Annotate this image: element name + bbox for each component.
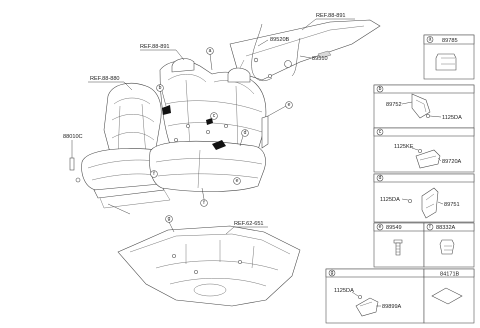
leader-89520B (257, 39, 269, 47)
svg-text:g: g (331, 270, 334, 276)
rear-seat (149, 58, 269, 192)
svg-text:e: e (236, 178, 239, 184)
panel-d-code1: 1125DA (380, 197, 400, 203)
callout-a-main: a (206, 47, 214, 55)
panel-d-code2: 89751 (444, 202, 460, 208)
ref-front-seat-leader (123, 81, 133, 91)
callout-f-main-left: f (150, 170, 158, 178)
panel-d: d 1125DA 89751 (373, 173, 475, 223)
panel-b: b 89752 1125DA (373, 84, 475, 129)
panel-c-code2: 89720A (442, 159, 462, 165)
panel-c-code1: 1125KE (394, 144, 414, 150)
svg-text:d: d (244, 130, 247, 136)
ref-rear-tray-leader (301, 18, 317, 31)
callout-e-main: e (285, 101, 293, 109)
leader-b (161, 90, 167, 107)
callout-c-main: c (210, 112, 218, 120)
panel-f-code: 88332A (436, 225, 456, 231)
svg-text:f: f (429, 224, 431, 230)
leader-a (209, 53, 213, 71)
ref-rear-tray: REF.88-891 (316, 13, 346, 19)
callout-g-main: g (165, 215, 173, 223)
svg-text:c: c (379, 129, 382, 135)
svg-text:b: b (159, 85, 162, 91)
svg-text:g: g (168, 216, 171, 222)
label-89510: 89510 (312, 56, 328, 62)
svg-text:d: d (379, 175, 382, 181)
panel-f: f 88332A (423, 222, 475, 268)
svg-text:e: e (379, 224, 382, 230)
svg-text:a: a (429, 37, 432, 43)
svg-text:f: f (153, 171, 155, 177)
panel-b-code1: 89752 (386, 102, 402, 108)
leader-f (201, 187, 205, 200)
ref-floor: REF.62-651 (234, 221, 264, 227)
label-89520B: 89520B (270, 37, 290, 43)
front-seat (75, 83, 171, 215)
panel-g-code1: 1125DA (334, 288, 354, 294)
panel-a-part (435, 53, 457, 71)
leader-e (267, 105, 287, 117)
svg-text:a: a (209, 48, 212, 54)
panel-h-code: 84171B (440, 272, 460, 278)
leader-89510 (299, 55, 312, 59)
svg-text:b: b (379, 86, 382, 92)
leader-d (239, 135, 244, 147)
panel-g-code2: 89899A (382, 304, 402, 310)
panel-c: c 1125KE 89720A (373, 127, 475, 173)
leader-g (168, 221, 175, 233)
floor-panel (117, 225, 301, 307)
callout-e2-main: e (233, 177, 241, 185)
label-88010C: 88010C (63, 134, 83, 140)
panel-b-code2: 1125DA (442, 115, 462, 121)
panel-a: a 89785 (423, 34, 475, 80)
callout-d-main: d (241, 129, 249, 137)
panel-g: g 1125DA 89899A (325, 268, 425, 324)
panel-e-code: 89549 (386, 225, 402, 231)
panel-a-code: 89785 (442, 38, 458, 44)
ref-rear-seat-leader (175, 49, 185, 61)
svg-text:e: e (288, 102, 291, 108)
callout-b-main: b (156, 84, 164, 92)
svg-text:f: f (203, 200, 205, 206)
panel-e: e 89549 (373, 222, 425, 268)
ref-front-seat: REF.88-880 (90, 76, 120, 82)
ref-floor-leader (225, 226, 235, 235)
svg-text:c: c (213, 113, 216, 119)
ref-rear-seat: REF.88-891 (140, 44, 170, 50)
callout-f-main-bottom: f (200, 199, 208, 207)
panel-h: 84171B (423, 268, 475, 324)
rear-package-tray (229, 19, 381, 81)
bolt-88010C (69, 157, 75, 171)
